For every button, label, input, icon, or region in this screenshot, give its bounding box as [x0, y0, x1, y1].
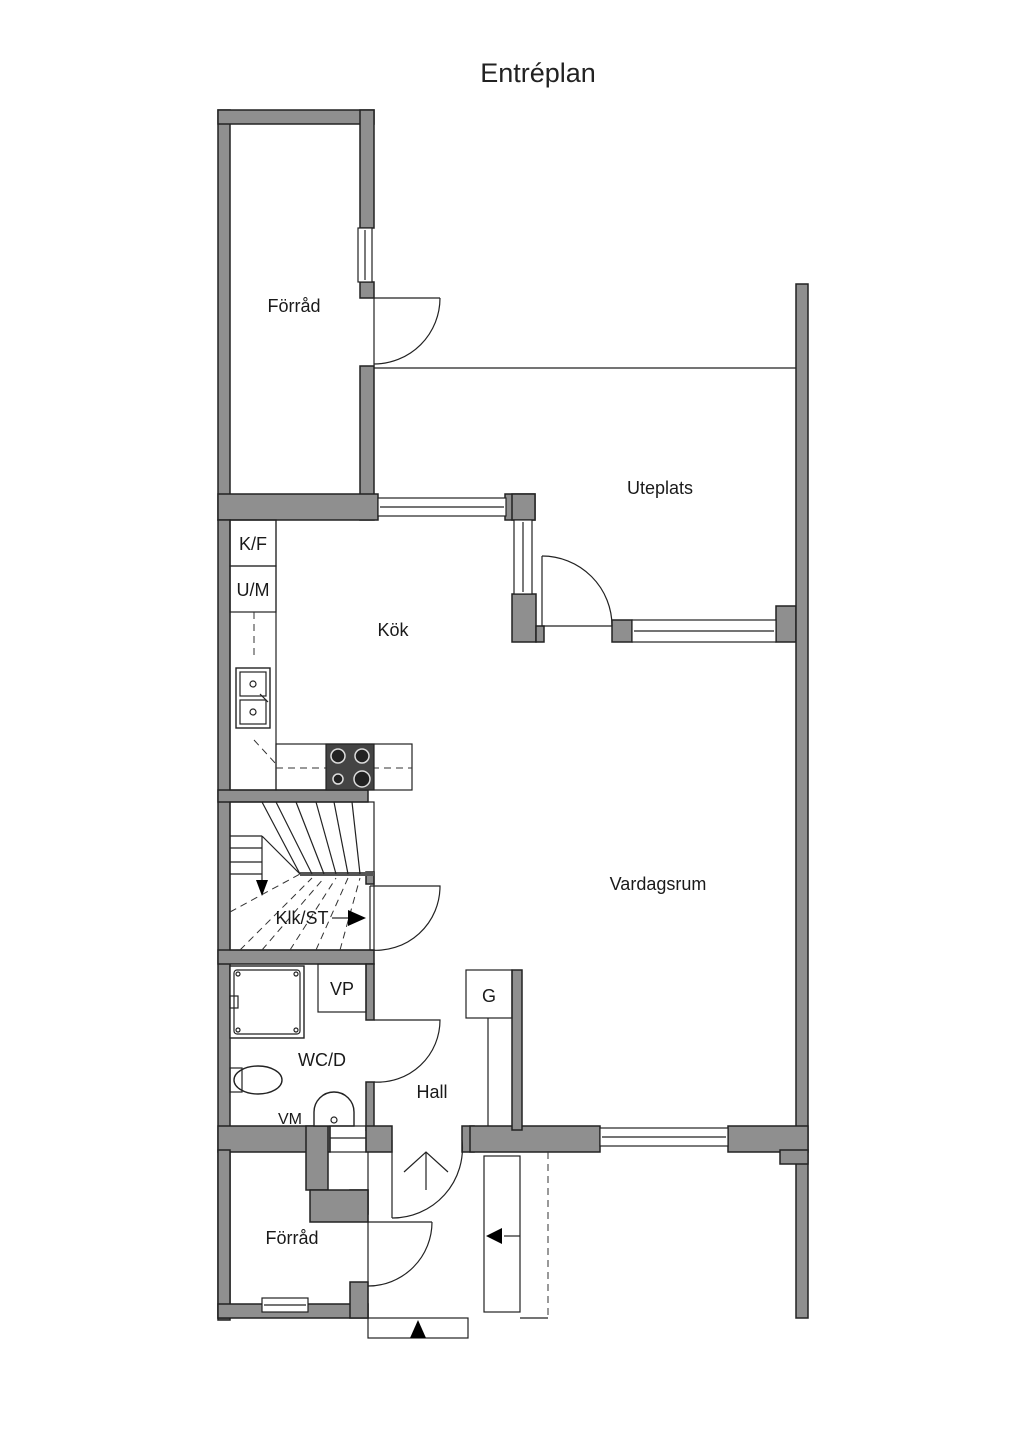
wall-storage-right-mid — [359, 281, 375, 299]
wall-wc-bottom-b — [305, 1125, 329, 1191]
wall-living-bottom-stub — [779, 1149, 809, 1165]
wall-storage-bottom — [217, 493, 379, 521]
wall-storage-bottom-right2 — [349, 1281, 369, 1319]
stair-arrow-down — [256, 880, 268, 896]
label-vm: VM — [278, 1111, 302, 1128]
windows — [261, 227, 777, 1313]
wall-top-storage — [217, 109, 375, 125]
kitchen-fixtures — [229, 519, 413, 791]
label-wcd: WC/D — [298, 1050, 346, 1070]
wall-storage-bottom-left — [217, 1149, 231, 1319]
staircase — [229, 801, 375, 951]
label-forrad-bottom: Förråd — [265, 1228, 318, 1248]
wall-patio-pier-right — [775, 605, 797, 643]
outdoor-storage-box — [483, 1155, 521, 1313]
doors — [367, 297, 796, 1287]
burner-2 — [354, 748, 370, 764]
counter-left — [229, 519, 277, 791]
label-kf: K/F — [239, 534, 267, 554]
burner-4 — [353, 770, 371, 788]
shower — [229, 965, 305, 1039]
entry-area — [367, 1151, 549, 1339]
label-um: U/M — [237, 580, 270, 600]
toilet — [233, 1065, 283, 1095]
label-g: G — [482, 986, 496, 1006]
wall-stair-wc — [217, 949, 375, 965]
label-vardagsrum: Vardagsrum — [610, 874, 707, 894]
label-vp: VP — [330, 979, 354, 999]
wall-wc-right-bottom — [365, 1081, 375, 1131]
label-klk-st: Klk/ST — [275, 908, 328, 928]
wall-kitchen-stair — [217, 789, 369, 803]
bathroom-fixtures — [229, 963, 367, 1153]
label-uteplats: Uteplats — [627, 478, 693, 498]
wall-living-bottom-left — [469, 1125, 601, 1153]
wall-storage-bottom-inner — [309, 1189, 369, 1223]
oven-box — [229, 565, 277, 613]
wall-kitchen-pier-bottom — [511, 593, 537, 643]
label-kok: Kök — [377, 620, 409, 640]
label-forrad-top: Förråd — [267, 296, 320, 316]
sink — [235, 667, 271, 729]
wall-right-outer — [795, 283, 809, 1319]
wall-closet-g — [511, 969, 523, 1131]
wall-left-top — [217, 109, 231, 521]
plan-title: Entréplan — [480, 58, 596, 88]
wall-wc-right-top — [365, 963, 375, 1021]
wall-kitchen-pier-vertical — [511, 493, 536, 521]
stair-arrow-right — [348, 910, 366, 926]
burner-3 — [332, 773, 344, 785]
label-hall: Hall — [416, 1082, 447, 1102]
wall-pier-stub — [535, 625, 545, 643]
entry-arrow — [410, 1320, 426, 1338]
closet-g-box — [465, 969, 513, 1019]
vp-box — [317, 963, 367, 1013]
burner-1 — [330, 748, 346, 764]
wall-hall-pier-left — [365, 1125, 393, 1153]
wash-basin — [313, 1091, 355, 1127]
walls — [217, 109, 809, 1321]
wall-living-bottom-right — [727, 1125, 809, 1153]
wall-patio-pier-left — [611, 619, 633, 643]
storage-arrow — [486, 1228, 502, 1244]
wall-storage-right-upper — [359, 109, 375, 229]
